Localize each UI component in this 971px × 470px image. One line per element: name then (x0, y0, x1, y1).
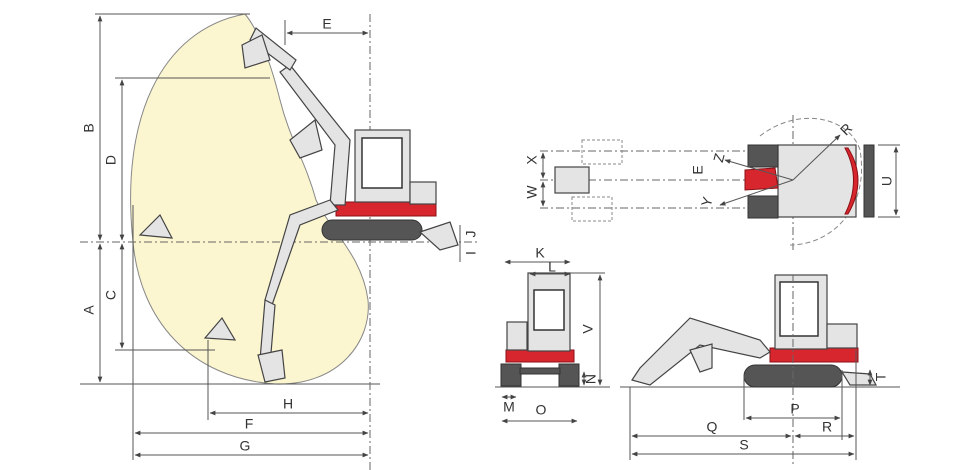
dim-label-P: P (790, 401, 799, 417)
dim-label-O: O (536, 402, 547, 418)
dim-label-D: D (103, 155, 119, 165)
dim-label-F: F (245, 416, 254, 432)
dim-label-W: W (524, 185, 540, 199)
excavator-side-working (138, 27, 459, 383)
dim-label-X: X (524, 155, 540, 165)
dim-label-Q: Q (707, 419, 718, 435)
dim-label-S: S (739, 437, 748, 453)
dim-label-B: B (81, 123, 97, 132)
dim-label-U: U (879, 176, 895, 186)
dim-label-Y: Y (698, 194, 716, 208)
top-view: X W E Z Y R U (524, 115, 900, 250)
working-range-view: A B C D E F G H I J (80, 13, 480, 470)
dim-label-E: E (322, 16, 331, 32)
dim-label-Z: Z (710, 151, 728, 164)
dim-label-H: H (283, 396, 293, 412)
dim-label-N: N (583, 374, 599, 384)
dim-label-G: G (240, 438, 251, 454)
dim-label-K: K (535, 245, 545, 261)
dim-label-J: J (463, 231, 479, 238)
side-view: P Q R S T (620, 274, 900, 465)
dim-label-C: C (103, 290, 119, 300)
dim-label-R-side: R (822, 419, 832, 435)
digging-envelope (130, 13, 369, 385)
dim-label-A: A (81, 305, 97, 315)
rear-view: K L V N M O (495, 245, 610, 424)
dim-label-M: M (503, 399, 515, 415)
dim-label-I: I (463, 251, 479, 255)
dim-label-V: V (580, 324, 596, 334)
dim-label-L: L (548, 259, 556, 275)
bucket-center (554, 166, 590, 194)
dim-label-T: T (873, 372, 889, 381)
dim-label-E-top: E (690, 165, 706, 174)
